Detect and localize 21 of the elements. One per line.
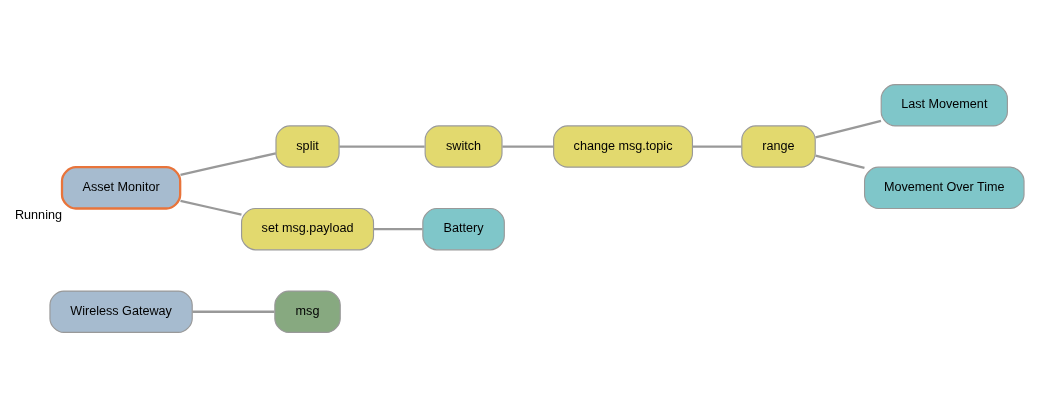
node-box: switch xyxy=(424,125,503,168)
node-box: Asset Monitor xyxy=(60,166,181,210)
connector xyxy=(179,199,242,216)
node-box: range xyxy=(740,125,816,168)
node-box: change msg.topic xyxy=(552,125,693,168)
connector xyxy=(338,145,425,148)
connector xyxy=(191,310,274,313)
connector xyxy=(373,228,423,231)
node-box: Wireless Gateway xyxy=(48,290,193,333)
node-box: set msg.payload xyxy=(240,207,374,251)
connector xyxy=(814,154,865,170)
connector xyxy=(814,119,881,139)
node-box: Battery xyxy=(421,207,505,251)
node-box: Movement Over Time xyxy=(863,166,1025,210)
node-box: msg xyxy=(273,290,341,333)
node-label: Running xyxy=(14,207,62,222)
connector xyxy=(179,152,276,176)
node-box: Last Movement xyxy=(880,84,1008,127)
connector xyxy=(501,145,553,148)
connector xyxy=(692,145,742,148)
node-box: split xyxy=(274,125,340,168)
